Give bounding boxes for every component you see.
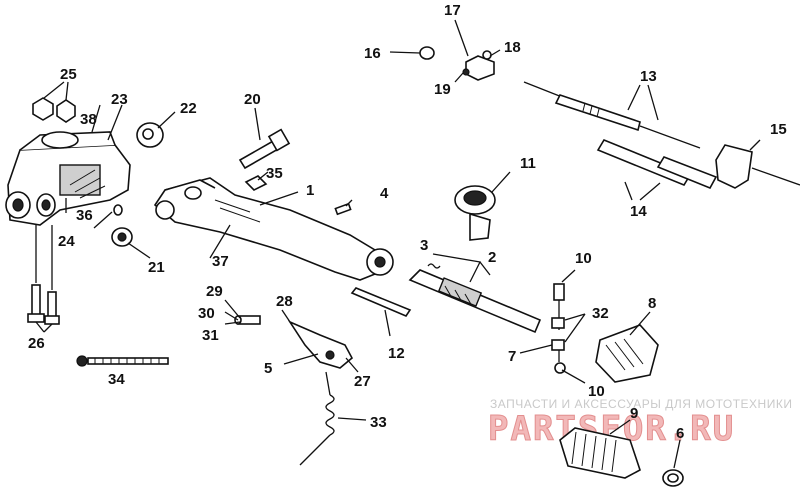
callout-16: 16: [364, 45, 381, 62]
spring-3: [427, 263, 441, 269]
bolt-pair: [27, 225, 60, 325]
callout-19: 19: [434, 81, 451, 98]
callout-13: 13: [640, 68, 657, 85]
callout-3: 3: [420, 237, 428, 254]
callout-30: 30: [198, 305, 215, 322]
handle-grip-9: [559, 427, 641, 479]
callout-1: 1: [306, 182, 314, 199]
callout-24: 24: [58, 233, 75, 250]
callout-27: 27: [354, 373, 371, 390]
bushing-21: [111, 227, 133, 247]
callout-23: 23: [111, 91, 128, 108]
callout-22: 22: [180, 100, 197, 117]
fastener-group: [419, 46, 495, 81]
grip-sleeve-15: [715, 144, 800, 189]
callout-5: 5: [264, 360, 272, 377]
callout-14: 14: [630, 203, 647, 220]
callout-34: 34: [108, 371, 125, 388]
callout-33: 33: [370, 414, 387, 431]
pin-4: [334, 202, 352, 216]
nut-24: [113, 204, 123, 216]
clamp-bracket-11: [454, 185, 496, 241]
callout-6: 6: [676, 425, 684, 442]
callout-10-top: 10: [575, 250, 592, 267]
bolt-20: [238, 128, 291, 170]
callout-12: 12: [388, 345, 405, 362]
ring-6: [662, 469, 684, 487]
lever-assembly: [281, 309, 354, 369]
callout-37: 37: [212, 253, 229, 270]
linkage-rod: [551, 283, 566, 374]
tiller-arm: [153, 177, 394, 281]
callout-2: 2: [488, 249, 496, 266]
callout-29: 29: [206, 283, 223, 300]
spring-cable-33: [299, 371, 335, 466]
throttle-cable-13: [523, 81, 701, 149]
strap-34: [76, 355, 169, 367]
callout-28: 28: [276, 293, 293, 310]
washer-22: [136, 122, 164, 148]
callout-36: 36: [76, 207, 93, 224]
watermark: ЗАПЧАСТИ И АКСЕССУАРЫ ДЛЯ МОТОТЕХНИКИ PA…: [488, 397, 792, 450]
rod-12: [350, 287, 412, 317]
callout-31: 31: [202, 327, 219, 344]
callout-38: 38: [80, 111, 97, 128]
callout-17: 17: [444, 2, 461, 19]
callout-8: 8: [648, 295, 656, 312]
tube-pair-14: [596, 139, 718, 190]
watermark-subtitle: ЗАПЧАСТИ И АКСЕССУАРЫ ДЛЯ МОТОТЕХНИКИ: [490, 397, 792, 411]
callout-32: 32: [592, 305, 609, 322]
callout-9: 9: [630, 405, 638, 422]
callouts: 1 2 3 4 5 6 7 8 9 10 10 11 12 13 14 15 1…: [28, 2, 787, 442]
callout-4: 4: [380, 185, 389, 202]
callout-18: 18: [504, 39, 521, 56]
swivel-bracket-assembly: [5, 131, 131, 226]
callout-26: 26: [28, 335, 45, 352]
throttle-shaft: [408, 269, 542, 334]
callout-11: 11: [520, 155, 536, 172]
callout-25: 25: [60, 66, 77, 83]
grip-8: [595, 324, 659, 383]
nut-pair: [32, 97, 76, 123]
callout-21: 21: [148, 259, 165, 276]
callout-7: 7: [508, 348, 516, 365]
callout-10-bottom: 10: [588, 383, 605, 400]
leader-lines: [35, 19, 761, 469]
callout-35: 35: [266, 165, 283, 182]
block-35: [244, 175, 268, 191]
callout-20: 20: [244, 91, 261, 108]
callout-15: 15: [770, 121, 787, 138]
